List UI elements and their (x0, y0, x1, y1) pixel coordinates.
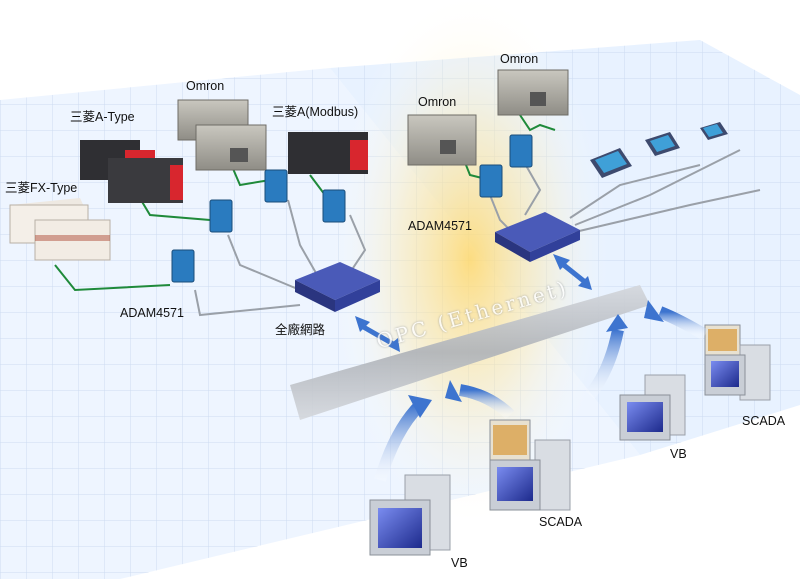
workstation-vb-right (619, 374, 686, 441)
label-adam-right: ADAM4571 (408, 219, 472, 233)
label-vb-bottom: VB (451, 556, 468, 570)
arrows (355, 254, 709, 482)
plc-omron-top-left (177, 99, 267, 171)
workstation-vb-bottom (369, 474, 451, 556)
label-omron-top-left: Omron (186, 79, 225, 93)
label-mitsubishi-fx: 三菱FX-Type (5, 181, 78, 195)
label-scada-bottom: SCADA (539, 515, 583, 529)
label-omron-top-right: Omron (500, 52, 539, 66)
plc-mitsubishi-a-modbus (288, 132, 368, 174)
label-adam-left: ADAM4571 (120, 306, 184, 320)
label-mitsubishi-a-modbus: 三菱A(Modbus) (272, 105, 359, 119)
label-router-left: 全廠網路 (275, 323, 326, 337)
hmi-panels (590, 122, 728, 178)
label-mitsubishi-a: 三菱A-Type (70, 110, 135, 124)
adam-modules (171, 134, 533, 283)
plc-mitsubishi-fx (9, 198, 111, 261)
router-left (295, 262, 380, 312)
glow-highlight (330, 0, 610, 530)
workstation-scada-bottom (489, 419, 571, 511)
workstation-scada-right (704, 324, 771, 401)
plc-omron-mid (407, 114, 477, 166)
opc-ethernet-bus (290, 285, 650, 420)
router-right (495, 212, 580, 262)
label-vb-right: VB (670, 447, 687, 461)
plc-mitsubishi-a (80, 140, 183, 203)
label-scada-right: SCADA (742, 414, 786, 428)
label-omron-mid: Omron (418, 95, 457, 109)
plc-omron-top-right (497, 69, 569, 116)
